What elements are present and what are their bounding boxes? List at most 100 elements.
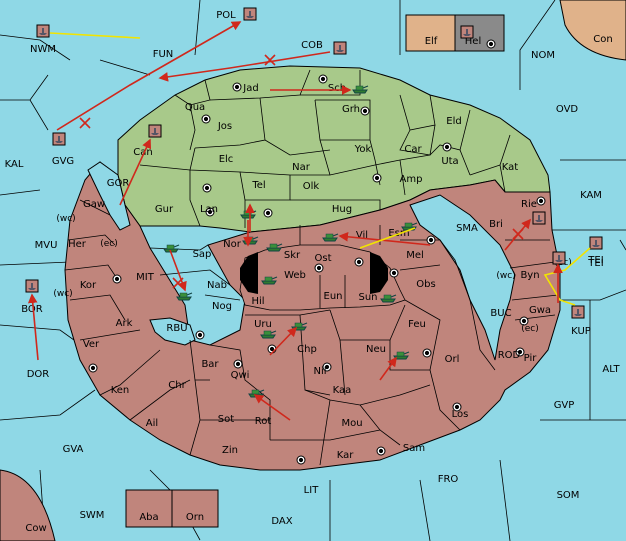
fleet-unit-bor[interactable] (25, 279, 39, 293)
province-label-gaw: Gaw (83, 199, 105, 210)
supply-center (112, 274, 122, 284)
fleet-unit-cob[interactable] (333, 41, 347, 55)
army-unit-0[interactable] (352, 85, 369, 94)
move-arrow-dor-bor (27, 293, 39, 361)
axis-borders (139, 69, 511, 228)
home-label-bor: BOR (21, 304, 43, 315)
move-arrow-cob-fun (158, 51, 331, 82)
province-label-zin: Zin (222, 445, 238, 456)
failed-marker-2 (264, 54, 276, 66)
province-label-neu: Neu (366, 344, 386, 355)
central-region (239, 244, 406, 311)
fleet-unit-nwm[interactable] (36, 24, 50, 38)
sea-label-som: SOM (557, 490, 580, 501)
army-unit-8[interactable] (322, 233, 339, 242)
supply-center (263, 208, 273, 218)
move-arrow-gur-can (119, 138, 152, 206)
province-label-con: Con (593, 34, 612, 45)
province-label-eld: Eld (446, 116, 461, 127)
fleet-unit-can[interactable] (148, 124, 162, 138)
province-label-kor: Kor (80, 280, 97, 291)
supply-center (426, 235, 436, 245)
province-label-her: Her (68, 239, 87, 250)
province-label-sot: Sot (218, 414, 234, 425)
province-label-hel: Hel (465, 36, 481, 47)
sea-label-kam: KAM (580, 190, 602, 201)
supply-center (201, 114, 211, 124)
move-arrow-chp (269, 326, 298, 356)
province-label-chp: Chp (297, 344, 317, 355)
supply-center (376, 446, 386, 456)
army-unit-13[interactable] (266, 243, 283, 252)
fleet-unit-tei[interactable] (589, 236, 603, 250)
home-label-gvg: GVG (52, 156, 74, 167)
province-label-pir: Pir (524, 353, 538, 364)
province-label-nab: Nab (207, 280, 227, 291)
sea-label-buc: BUC (490, 308, 511, 319)
province-elf[interactable] (405, 14, 456, 52)
supply-center (422, 348, 432, 358)
orders (27, 21, 591, 421)
province-label-eun: Eun (324, 291, 343, 302)
army-unit-5[interactable] (261, 276, 278, 285)
move-arrow-neu (379, 356, 397, 381)
allied-landmass (64, 161, 561, 471)
move-arrow-rot-qwi (253, 394, 291, 421)
province-label-elf: Elf (425, 36, 438, 47)
units (25, 7, 603, 398)
supply-center (322, 362, 332, 372)
province-label-kat: Kat (502, 162, 519, 173)
supply-center (233, 359, 243, 369)
province-label-tel: Tel (251, 180, 265, 191)
fleet-unit-gvg[interactable] (52, 132, 66, 146)
province-orn[interactable] (171, 489, 219, 528)
province-label-amp: Amp (400, 174, 423, 185)
province-label-gur: Gur (155, 204, 174, 215)
sea-label-fro: FRO (438, 474, 459, 485)
province-label-nar: Nar (292, 162, 311, 173)
province-label-vil: Vil (356, 230, 368, 241)
province-label-ken: Ken (111, 385, 130, 396)
province-label-jad: Jad (242, 83, 258, 94)
army-unit-7[interactable] (260, 330, 277, 339)
move-arrow-sap-nab (169, 249, 187, 292)
home-label-pol: POL (216, 10, 236, 21)
fleet-unit-pol[interactable] (243, 7, 257, 21)
army-unit-10[interactable] (380, 294, 397, 303)
supply-center (205, 207, 215, 217)
sea-label-sma: SMA (456, 223, 478, 234)
fleet-unit-rie[interactable] (532, 211, 546, 225)
province-label-elc: Elc (219, 154, 234, 165)
fleet-unit-byn[interactable] (552, 251, 566, 265)
province-label-ail: Ail (146, 418, 158, 429)
army-unit-4[interactable] (176, 292, 193, 301)
province-label-ost: Ost (314, 253, 331, 264)
supply-center (372, 173, 382, 183)
province-label-nor: Nor (223, 239, 242, 250)
province-label-qwi: Qwi (231, 370, 250, 381)
province-label-hug: Hug (332, 204, 352, 215)
support-line-nwm (49, 32, 141, 39)
province-label-kar: Kar (337, 450, 355, 461)
province-label-ver: Ver (83, 339, 100, 350)
province-aba[interactable] (125, 489, 173, 528)
fleet-unit-kup[interactable] (571, 305, 585, 319)
province-label-gwa: Gwa (529, 305, 551, 316)
province-label-car: Car (404, 144, 422, 155)
province-label-sap: Sap (193, 249, 212, 260)
province-label-nog: Nog (212, 301, 232, 312)
tunnel-west (240, 252, 258, 294)
province-label-uta: Uta (441, 156, 458, 167)
support-line-esm (359, 227, 416, 249)
province-label-bri: Bri (489, 219, 503, 230)
supply-center (360, 106, 370, 116)
fleet-unit-hel[interactable] (460, 25, 474, 39)
move-arrow-gvg-pol (56, 21, 242, 131)
province-label-sun: Sun (358, 292, 377, 303)
province-label-web: Web (284, 270, 306, 281)
province-label-aba: Aba (139, 512, 158, 523)
